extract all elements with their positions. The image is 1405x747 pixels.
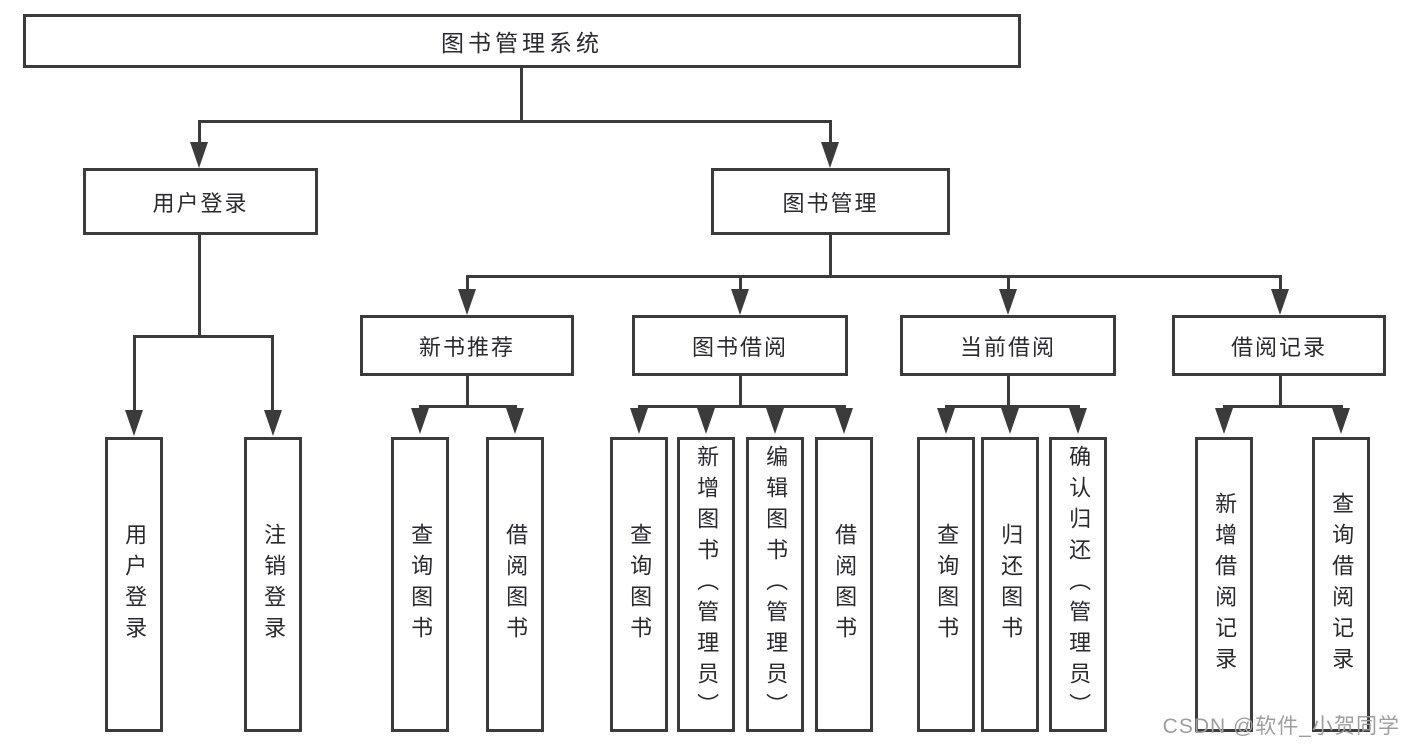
node-borrow-records: 借阅记录 [1172, 315, 1386, 376]
arrow-head [766, 408, 784, 434]
connector-drop [829, 120, 832, 144]
arrow-head [835, 408, 853, 434]
leaf-label: 借阅图书 [832, 522, 858, 647]
leaf-confirm-return-admin: 确认归还（管理员） [1049, 437, 1107, 732]
arrow-head [1271, 289, 1289, 315]
leaf-query-books-recommend: 查询图书 [391, 437, 449, 732]
leaf-label: 确认归还（管理员） [1066, 445, 1092, 724]
connector-root-stub [520, 68, 523, 122]
leaf-query-borrow-record: 查询借阅记录 [1312, 437, 1370, 732]
arrow-head [264, 410, 282, 436]
leaf-label: 查询图书 [934, 522, 960, 647]
connector-book-mgmt-stub [829, 235, 832, 277]
connector-drop [198, 120, 201, 144]
leaf-add-books-admin: 新增图书（管理员） [677, 437, 735, 732]
leaf-query-books-borrow: 查询图书 [610, 437, 668, 732]
connector-book-mgmt-bus [466, 275, 1282, 278]
connector-stub [1279, 376, 1282, 408]
leaf-label: 注销登录 [261, 522, 287, 647]
leaf-label: 新增图书（管理员） [694, 445, 720, 724]
connector-bus [1223, 405, 1343, 408]
arrow-head [937, 408, 955, 434]
arrow-head [1069, 408, 1087, 434]
leaf-label: 查询借阅记录 [1329, 491, 1355, 678]
arrow-head [999, 289, 1017, 315]
node-user-login: 用户登录 [83, 168, 318, 235]
arrow-head [630, 408, 648, 434]
connector-bus [945, 405, 1080, 408]
node-current-borrow: 当前借阅 [900, 315, 1116, 376]
connector-drop [271, 335, 274, 411]
connector-stub [739, 376, 742, 408]
leaf-add-borrow-record: 新增借阅记录 [1195, 437, 1253, 732]
arrow-head [411, 408, 429, 434]
arrow-head [731, 289, 749, 315]
connector-user-login-bus [133, 335, 274, 338]
leaf-label: 编辑图书（管理员） [763, 445, 789, 724]
leaf-label: 借阅图书 [503, 522, 529, 647]
arrow-head [506, 408, 524, 434]
leaf-logout: 注销登录 [244, 437, 302, 732]
node-book-management: 图书管理 [711, 168, 950, 235]
connector-stub [466, 376, 469, 408]
connector-drop [1007, 275, 1010, 291]
connector-drop [1279, 275, 1282, 291]
connector-root-bus [198, 120, 832, 123]
leaf-edit-books-admin: 编辑图书（管理员） [746, 437, 804, 732]
connector-drop [133, 335, 136, 411]
node-book-borrow: 图书借阅 [632, 315, 848, 376]
node-root: 图书管理系统 [23, 14, 1021, 68]
leaf-borrow-books-recommend: 借阅图书 [486, 437, 544, 732]
leaf-label: 查询图书 [627, 522, 653, 647]
connector-drop [466, 275, 469, 291]
arrow-head [821, 142, 839, 168]
leaf-borrow-books: 借阅图书 [815, 437, 873, 732]
arrow-head [125, 410, 143, 436]
connector-bus [419, 405, 517, 408]
leaf-label: 用户登录 [122, 522, 148, 647]
csdn-watermark: CSDN @软件_小贺同学 [1162, 715, 1400, 738]
arrow-head [190, 142, 208, 168]
connector-drop [739, 275, 742, 291]
leaf-user-login: 用户登录 [105, 437, 163, 732]
leaf-query-books-current: 查询图书 [917, 437, 975, 732]
arrow-head [1001, 408, 1019, 434]
arrow-head [1215, 408, 1233, 434]
leaf-label: 查询图书 [408, 522, 434, 647]
leaf-label: 归还图书 [998, 522, 1024, 647]
connector-user-login-stub [198, 235, 201, 337]
arrow-head [697, 408, 715, 434]
leaf-label: 新增借阅记录 [1212, 491, 1238, 678]
leaf-return-books: 归还图书 [981, 437, 1039, 732]
arrow-head [1332, 408, 1350, 434]
node-new-book-recommend: 新书推荐 [360, 315, 574, 376]
connector-stub [1007, 376, 1010, 408]
connector-bus [638, 405, 846, 408]
arrow-head [458, 289, 476, 315]
